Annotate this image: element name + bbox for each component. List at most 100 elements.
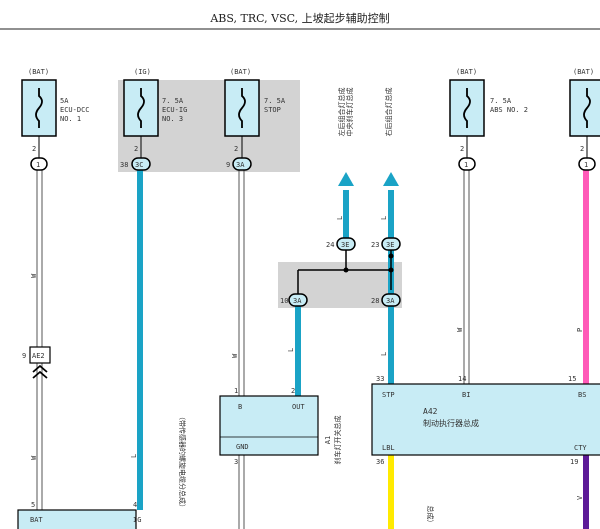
fuse-pin: 2 bbox=[580, 145, 584, 153]
box-terminal: BAT bbox=[30, 516, 43, 524]
fuse-source: (BAT) bbox=[456, 68, 477, 76]
connector-label: 1 bbox=[584, 161, 588, 169]
dest-label: 右后组合灯总成 bbox=[384, 88, 393, 137]
actuator-terminal: STP bbox=[382, 391, 395, 399]
connector-pin: 24 bbox=[326, 241, 334, 249]
fuse-ecu-dcc bbox=[21, 79, 57, 158]
connector-label: 3C bbox=[135, 161, 143, 169]
diagram-title: ABS, TRC, VSC, 上坡起步辅助控制 bbox=[210, 12, 390, 25]
box-pin: 4 bbox=[133, 501, 137, 509]
fuse-source: (BAT) bbox=[230, 68, 251, 76]
wire-bi bbox=[463, 170, 470, 384]
fuse-source: (IG) bbox=[134, 68, 151, 76]
arrow-up-icon bbox=[338, 172, 354, 186]
component-code: A1 bbox=[324, 436, 332, 444]
fuse-name: ABS NO. 2 bbox=[490, 106, 528, 114]
connector-pill bbox=[131, 157, 151, 171]
ae2-connector bbox=[29, 346, 51, 364]
fuse-rating: 7. 5A bbox=[264, 97, 286, 105]
connector-label: 1 bbox=[36, 161, 40, 169]
wire-color-label: L bbox=[380, 352, 388, 356]
spiral-cable-box bbox=[17, 509, 137, 529]
fuse-right bbox=[569, 79, 600, 158]
dest-label: 左后组合灯总成 bbox=[337, 88, 346, 137]
connector-pin: 9 bbox=[226, 161, 230, 169]
actuator-terminal: LBL bbox=[382, 444, 395, 452]
wire-color-label: L bbox=[287, 348, 295, 352]
chevron-up-icon bbox=[32, 364, 48, 373]
connector-label: 3E bbox=[341, 241, 349, 249]
actuator-pin: 15 bbox=[568, 375, 576, 383]
fuse-name: ECU-DCC bbox=[60, 106, 90, 114]
wire-color-label: W bbox=[456, 327, 464, 332]
connector-pin: 9 bbox=[22, 352, 26, 360]
box-pin: 5 bbox=[31, 501, 35, 509]
component-code: A42 bbox=[423, 407, 438, 416]
fuse-pin: 2 bbox=[32, 145, 36, 153]
switch-terminal: GND bbox=[236, 443, 249, 451]
dest-label: 中央刹车灯总成 bbox=[345, 88, 354, 137]
connector-label: 3E bbox=[386, 241, 394, 249]
actuator-pin: 19 bbox=[570, 458, 578, 466]
wire-color-label: W bbox=[30, 455, 38, 460]
wire-bat-1 bbox=[36, 170, 43, 510]
actuator-terminal: BS bbox=[578, 391, 586, 399]
junction-dot bbox=[388, 253, 394, 259]
fuse-pin: 2 bbox=[234, 145, 238, 153]
switch-pin: 2 bbox=[291, 387, 295, 395]
fuse-rating: 7. 5A bbox=[490, 97, 512, 105]
connector-pin: 28 bbox=[371, 297, 379, 305]
connector-label: AE2 bbox=[32, 352, 45, 360]
fuse-name: NO. 3 bbox=[162, 115, 183, 123]
actuator-box bbox=[371, 383, 600, 456]
connector-pill bbox=[288, 293, 308, 307]
fuse-pin: 2 bbox=[460, 145, 464, 153]
wire-color-label: L bbox=[336, 216, 344, 220]
brake-switch-box bbox=[219, 395, 319, 456]
actuator-pin: 36 bbox=[376, 458, 384, 466]
connector-label: 3A bbox=[293, 297, 302, 305]
connector-label: 1 bbox=[464, 161, 468, 169]
connector-pill bbox=[30, 157, 48, 171]
switch-terminal: B bbox=[238, 403, 242, 411]
fuse-name: STOP bbox=[264, 106, 281, 114]
connector-pill bbox=[232, 157, 252, 171]
junction-dot bbox=[343, 267, 349, 273]
component-note: （带传感器的螺旋电缆分总成） bbox=[178, 413, 187, 511]
switch-pin: 3 bbox=[234, 458, 238, 466]
fuse-source: (BAT) bbox=[573, 68, 594, 76]
fuse-rating: 7. 5A bbox=[162, 97, 184, 105]
fuse-name: ECU-IG bbox=[162, 106, 187, 114]
connector-pill bbox=[381, 293, 401, 307]
fuse-source: (BAT) bbox=[28, 68, 49, 76]
actuator-terminal: BI bbox=[462, 391, 470, 399]
connector-pill bbox=[578, 157, 596, 171]
fuse-name: NO. 1 bbox=[60, 115, 81, 123]
connector-label: 3A bbox=[386, 297, 395, 305]
fuse-ecu-ig bbox=[123, 79, 159, 158]
switch-terminal: OUT bbox=[292, 403, 305, 411]
connector-pill bbox=[336, 237, 356, 251]
wire-color-label: L bbox=[130, 454, 138, 458]
connector-pill bbox=[381, 237, 401, 251]
wire-color-label: W bbox=[30, 273, 38, 278]
actuator-pin: 33 bbox=[376, 375, 384, 383]
fuse-rating: 5A bbox=[60, 97, 69, 105]
connector-pin: 23 bbox=[371, 241, 379, 249]
switch-pin: 1 bbox=[234, 387, 238, 395]
connector-pill bbox=[458, 157, 476, 171]
fuse-stop bbox=[224, 79, 260, 158]
wire-stop bbox=[238, 170, 245, 396]
wire-color-label: V bbox=[576, 495, 584, 500]
fuse-pin: 2 bbox=[134, 145, 138, 153]
wire-color-label: W bbox=[231, 353, 239, 358]
wire-gnd bbox=[238, 455, 245, 529]
chevron-up-icon bbox=[32, 370, 48, 379]
connector-pin: 38 bbox=[120, 161, 128, 169]
connector-pin: 10 bbox=[280, 297, 288, 305]
box-terminal: IG bbox=[133, 516, 141, 524]
component-name: 刹车灯开关总成 bbox=[333, 416, 342, 465]
actuator-terminal: CTY bbox=[574, 444, 587, 452]
wire-color-label: P bbox=[576, 328, 584, 332]
component-note: 总成） bbox=[426, 506, 435, 527]
